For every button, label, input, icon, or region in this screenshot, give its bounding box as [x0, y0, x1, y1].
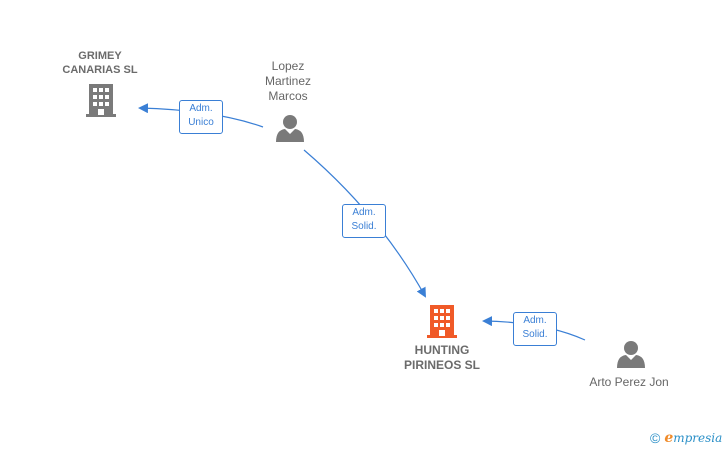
- edge-label-lopez-hunting: Adm. Solid.: [342, 204, 386, 238]
- brand-logo[interactable]: empresia: [664, 430, 722, 446]
- person-name-lopez[interactable]: Lopez Martinez Marcos: [264, 59, 311, 103]
- edge-label-arto-hunting: Adm. Solid.: [513, 312, 557, 346]
- building-icon: [86, 84, 116, 117]
- brand-name: mpresia: [673, 431, 723, 445]
- person-icon: [276, 115, 304, 142]
- person-name-arto[interactable]: Arto Perez Jon: [589, 375, 669, 389]
- building-icon: [427, 305, 457, 338]
- copyright-icon: ©: [650, 430, 661, 446]
- company-name-hunting[interactable]: HUNTING PIRINEOS SL: [403, 343, 480, 372]
- brand-initial: e: [664, 430, 674, 446]
- company-name-grimey[interactable]: GRIMEY CANARIAS SL: [62, 50, 138, 76]
- brand-footer: © empresia: [650, 430, 722, 446]
- edge-label-lopez-grimey: Adm. Unico: [179, 100, 223, 134]
- person-icon: [617, 341, 645, 368]
